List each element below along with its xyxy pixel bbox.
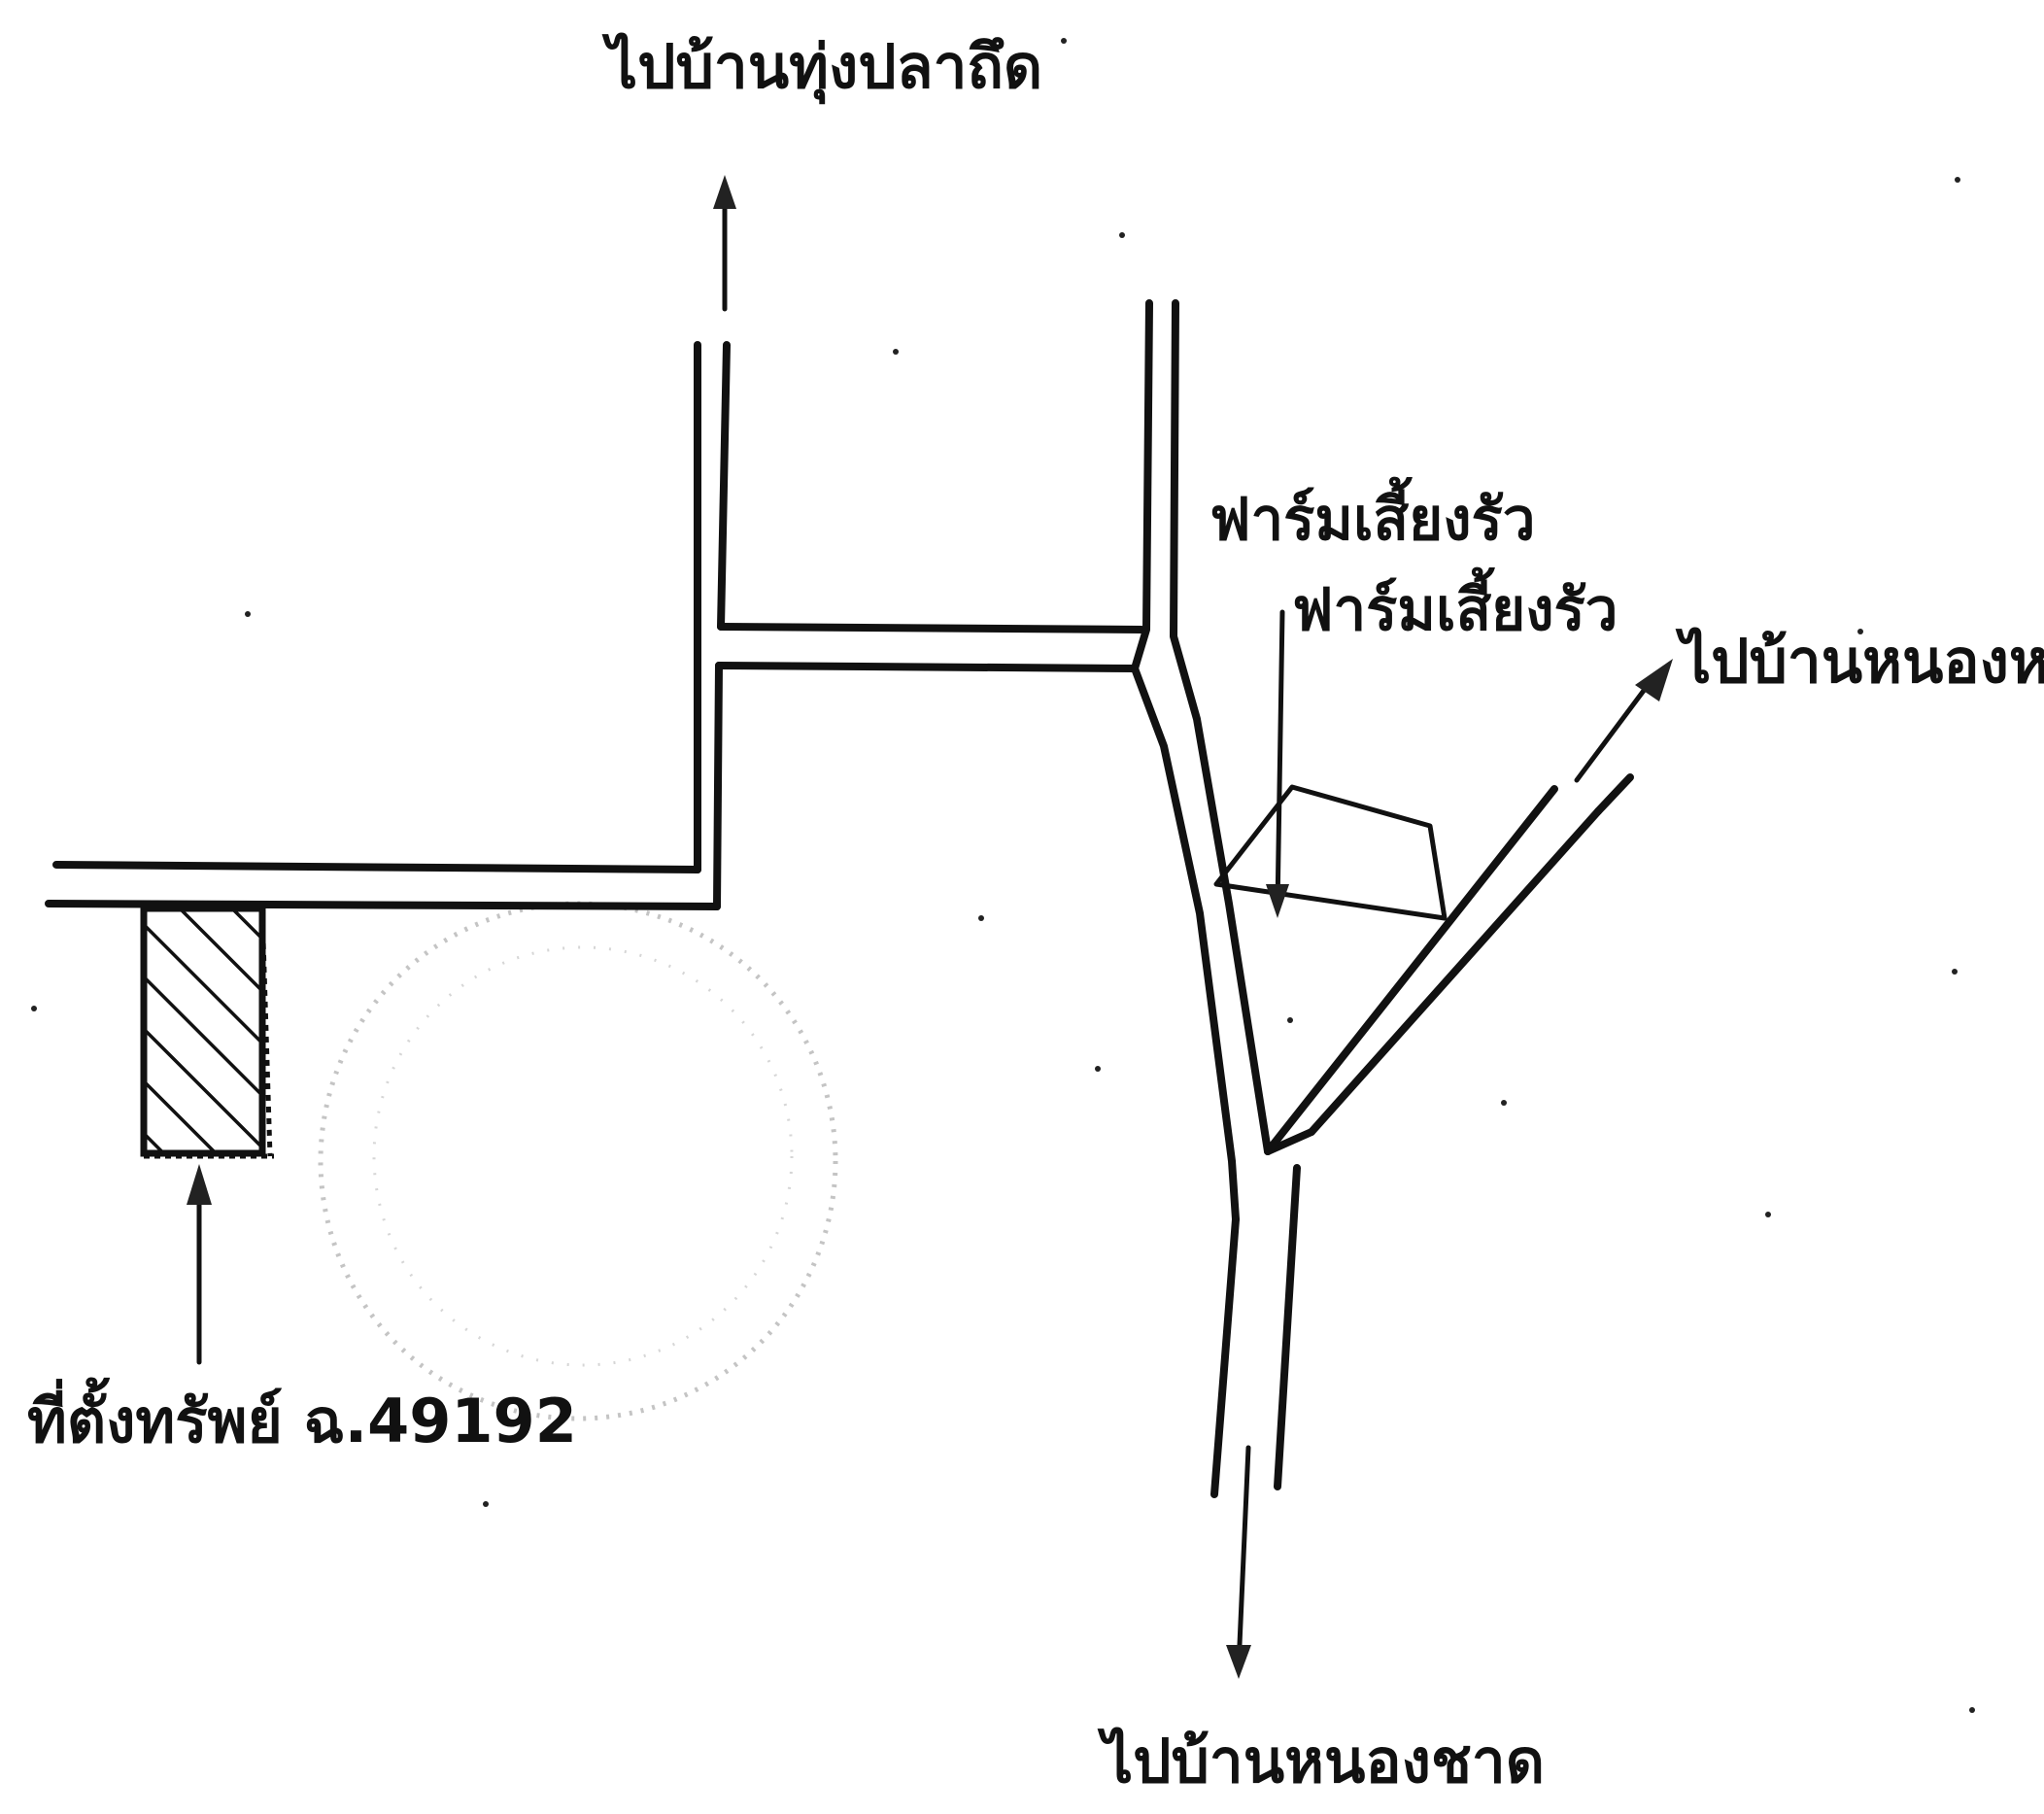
farm-name-label-1: ฟาร์มเสี้ยงรัว — [1209, 486, 1536, 554]
north-arrow — [713, 175, 736, 312]
property-location-label: ที่ตั้งทรัพย์ ฉ.49192 — [27, 1386, 577, 1456]
faint-stamp-circle — [318, 901, 838, 1421]
road-north — [694, 341, 731, 910]
farm-plot — [1213, 784, 1448, 921]
road-west — [45, 861, 721, 910]
east-destination-label: ไปบ้านหนองหว้า — [1681, 626, 2044, 697]
road-east-trunk — [1131, 299, 1315, 1223]
farm-pointer-arrow — [1266, 609, 1289, 918]
north-destination-label: ไปบ้านทุ่งปลาถึด — [607, 31, 1043, 102]
property-parcel — [140, 905, 274, 1159]
property-pointer-arrow — [187, 1164, 212, 1365]
south-arrow — [1226, 1445, 1251, 1679]
south-destination-label: ไปบ้านหนองชาด — [1103, 1726, 1546, 1797]
scan-speckles — [31, 38, 1975, 1713]
farm-name-label-2: ฟาร์มเสี้ยงรัว — [1292, 576, 1618, 644]
faint-stamp-inner — [372, 945, 794, 1367]
road-northeast — [1264, 659, 1673, 1155]
road-south — [1210, 1164, 1301, 1498]
road-connector — [715, 623, 1145, 672]
